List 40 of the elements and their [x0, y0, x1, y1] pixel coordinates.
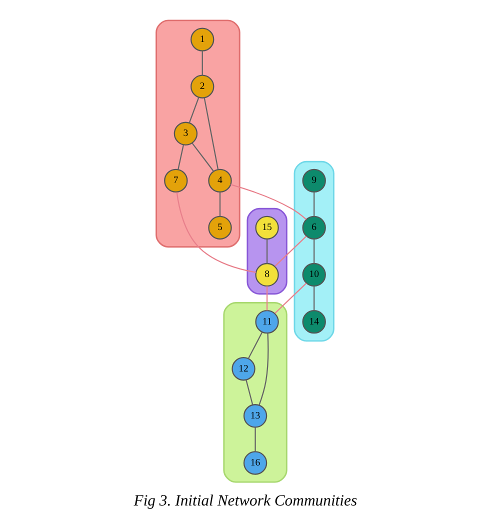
node-circle: 9 — [302, 168, 326, 193]
cluster — [155, 20, 240, 248]
connector — [191, 142, 214, 172]
connector — [274, 236, 306, 267]
connector — [218, 192, 220, 216]
node-circle: 10 — [302, 262, 326, 287]
node-circle: 11 — [254, 310, 278, 334]
node-circle: 2 — [190, 74, 214, 98]
connector — [176, 192, 256, 273]
node-circle: 15 — [254, 216, 278, 240]
connector — [266, 239, 268, 264]
node-circle: 14 — [302, 310, 326, 334]
cluster — [293, 160, 334, 342]
connector — [274, 282, 306, 314]
node-circle: 3 — [173, 122, 198, 146]
connector — [203, 98, 218, 170]
connector — [313, 286, 314, 310]
connector — [245, 380, 253, 405]
connector — [201, 51, 202, 76]
cluster — [222, 302, 287, 483]
connector — [188, 97, 199, 123]
node-circle: 5 — [208, 216, 232, 240]
node-circle: 13 — [242, 404, 267, 428]
node-circle: 8 — [254, 262, 278, 287]
connector — [313, 239, 314, 264]
connector — [266, 286, 268, 310]
connector — [247, 332, 262, 359]
node-circle: 6 — [302, 216, 326, 240]
connector — [313, 192, 314, 216]
connector — [230, 184, 306, 220]
node-circle: 7 — [164, 168, 188, 193]
connector — [177, 144, 184, 170]
node-circle: 16 — [242, 451, 267, 475]
node-circle: 4 — [208, 168, 232, 193]
connector — [258, 333, 268, 406]
node-circle: 1 — [190, 28, 214, 52]
connector — [254, 427, 256, 452]
node-circle: 12 — [231, 357, 255, 381]
cluster — [246, 208, 287, 295]
caption: Fig 3. Initial Network Communities — [133, 492, 357, 510]
